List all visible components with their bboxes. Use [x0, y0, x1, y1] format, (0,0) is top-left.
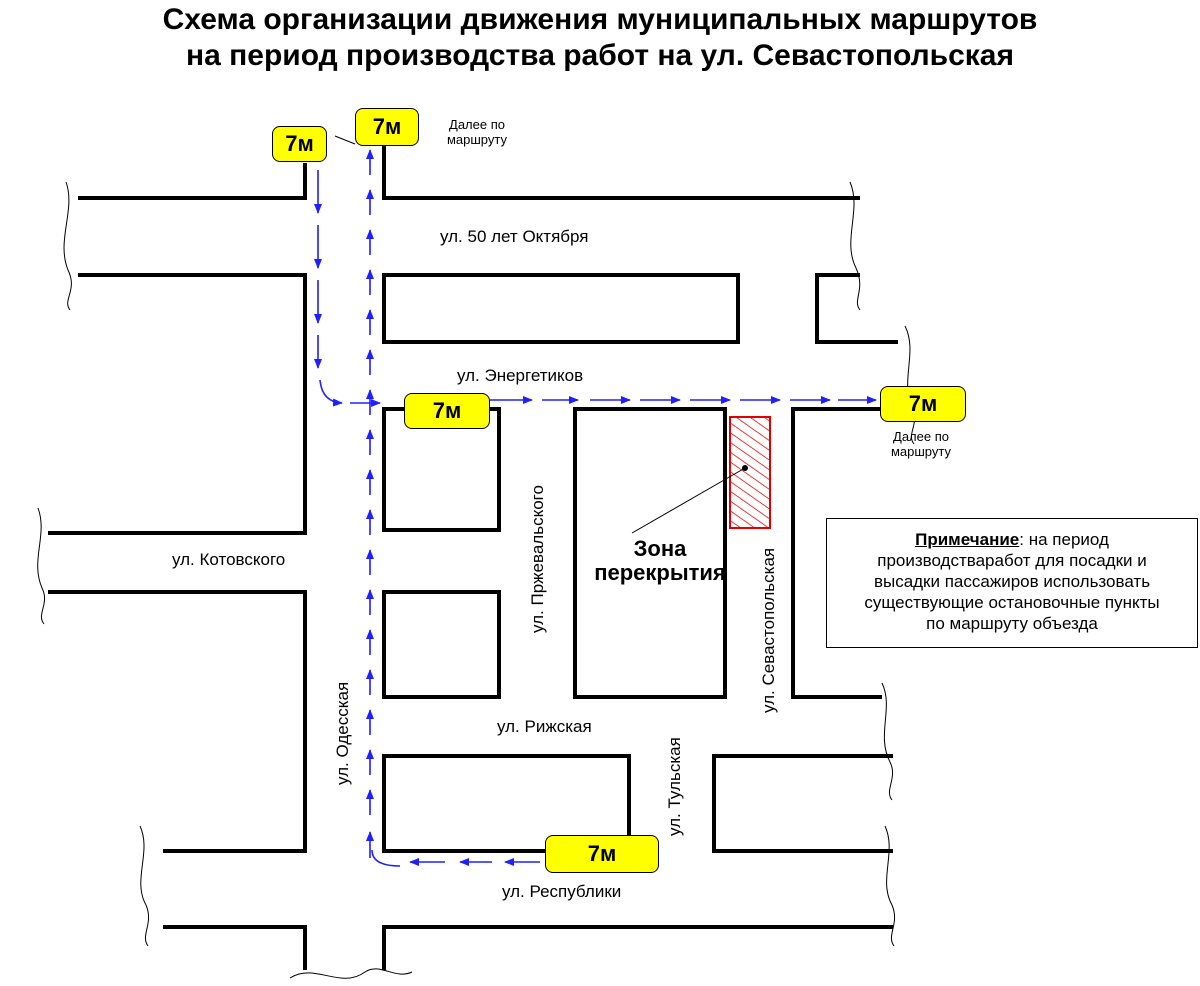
note-heading: Примечание: [915, 530, 1020, 549]
route-badge-7m: 7м: [880, 386, 966, 422]
further-line-1: Далее по: [893, 429, 949, 444]
street-label-50-let-oktyabrya: ул. 50 лет Октября: [440, 227, 589, 246]
break-lines: [37, 181, 916, 979]
block-small-2: [382, 590, 501, 699]
closure-zone-label: Зона перекрытия: [585, 537, 735, 585]
block-right-top: [815, 273, 898, 344]
curb-bottom-left: [163, 925, 307, 970]
curb-top-right: [382, 143, 860, 200]
block-left-lower: [48, 590, 307, 853]
note-line-5: по маршруту объезда: [926, 614, 1098, 633]
city-blocks: [48, 143, 898, 970]
further-line-2: маршруту: [890, 444, 951, 459]
block-closure: [573, 407, 727, 699]
street-label-przhevalskogo: ул. Пржевальского: [528, 485, 547, 633]
street-label-respubliki: ул. Республики: [502, 882, 622, 901]
route-badge-7m: 7м: [404, 393, 490, 429]
note-line-1-text: : на период: [1019, 530, 1109, 549]
route-badge-7m: 7м: [545, 835, 659, 873]
detour-route: [314, 149, 877, 866]
closure-zone-label-line-2: перекрытия: [594, 560, 726, 585]
block-left-upper: [48, 273, 307, 535]
closure-zone-hatched: [729, 416, 771, 529]
closure-pointer-dot: [742, 465, 748, 471]
block-bottom-center: [382, 754, 631, 853]
further-line-1: Далее по: [449, 117, 505, 132]
closure-zone-label-line-1: Зона: [633, 536, 687, 561]
map-title-line-1: Схема организации движения муниципальных…: [162, 3, 1038, 36]
block-center-top: [382, 273, 740, 344]
badge-connector-top: [334, 135, 356, 145]
route-badge-7m: 7м: [355, 108, 419, 146]
closure-pointer-line: [631, 467, 746, 534]
note-line-3: высадки пассажиров использовать: [873, 572, 1151, 591]
block-bottom-right: [712, 754, 893, 853]
street-label-odesskaya: ул. Одесская: [333, 681, 352, 785]
further-line-2: маршруту: [446, 132, 507, 147]
map-title-line-2: на период производства работ на ул. Сева…: [186, 39, 1014, 72]
street-label-energetikov: ул. Энергетиков: [457, 366, 584, 385]
note-line-1: Примечание: на период: [827, 529, 1197, 550]
further-along-route-right: Далее по маршруту: [882, 429, 960, 459]
note-box: Примечание: на период производстваработ …: [826, 518, 1198, 648]
note-line-4: существующие остановочные пункты: [864, 593, 1160, 612]
route-badge-7m: 7м: [272, 126, 327, 162]
street-label-tulskaya: ул. Тульская: [665, 737, 684, 836]
block-right-middle: [791, 407, 882, 699]
further-along-route-top: Далее по маршруту: [438, 117, 516, 147]
note-line-2: производстваработ для посадки и: [877, 551, 1147, 570]
street-label-sevastopolskaya: ул. Севастопольская: [759, 547, 778, 713]
curb-top-left: [78, 163, 307, 200]
curb-bottom-right: [382, 925, 893, 970]
street-label-rizhskaya: ул. Рижская: [497, 717, 592, 736]
street-label-kotovskogo: ул. Котовского: [172, 550, 286, 569]
route-corner-respubliki: [371, 849, 401, 867]
